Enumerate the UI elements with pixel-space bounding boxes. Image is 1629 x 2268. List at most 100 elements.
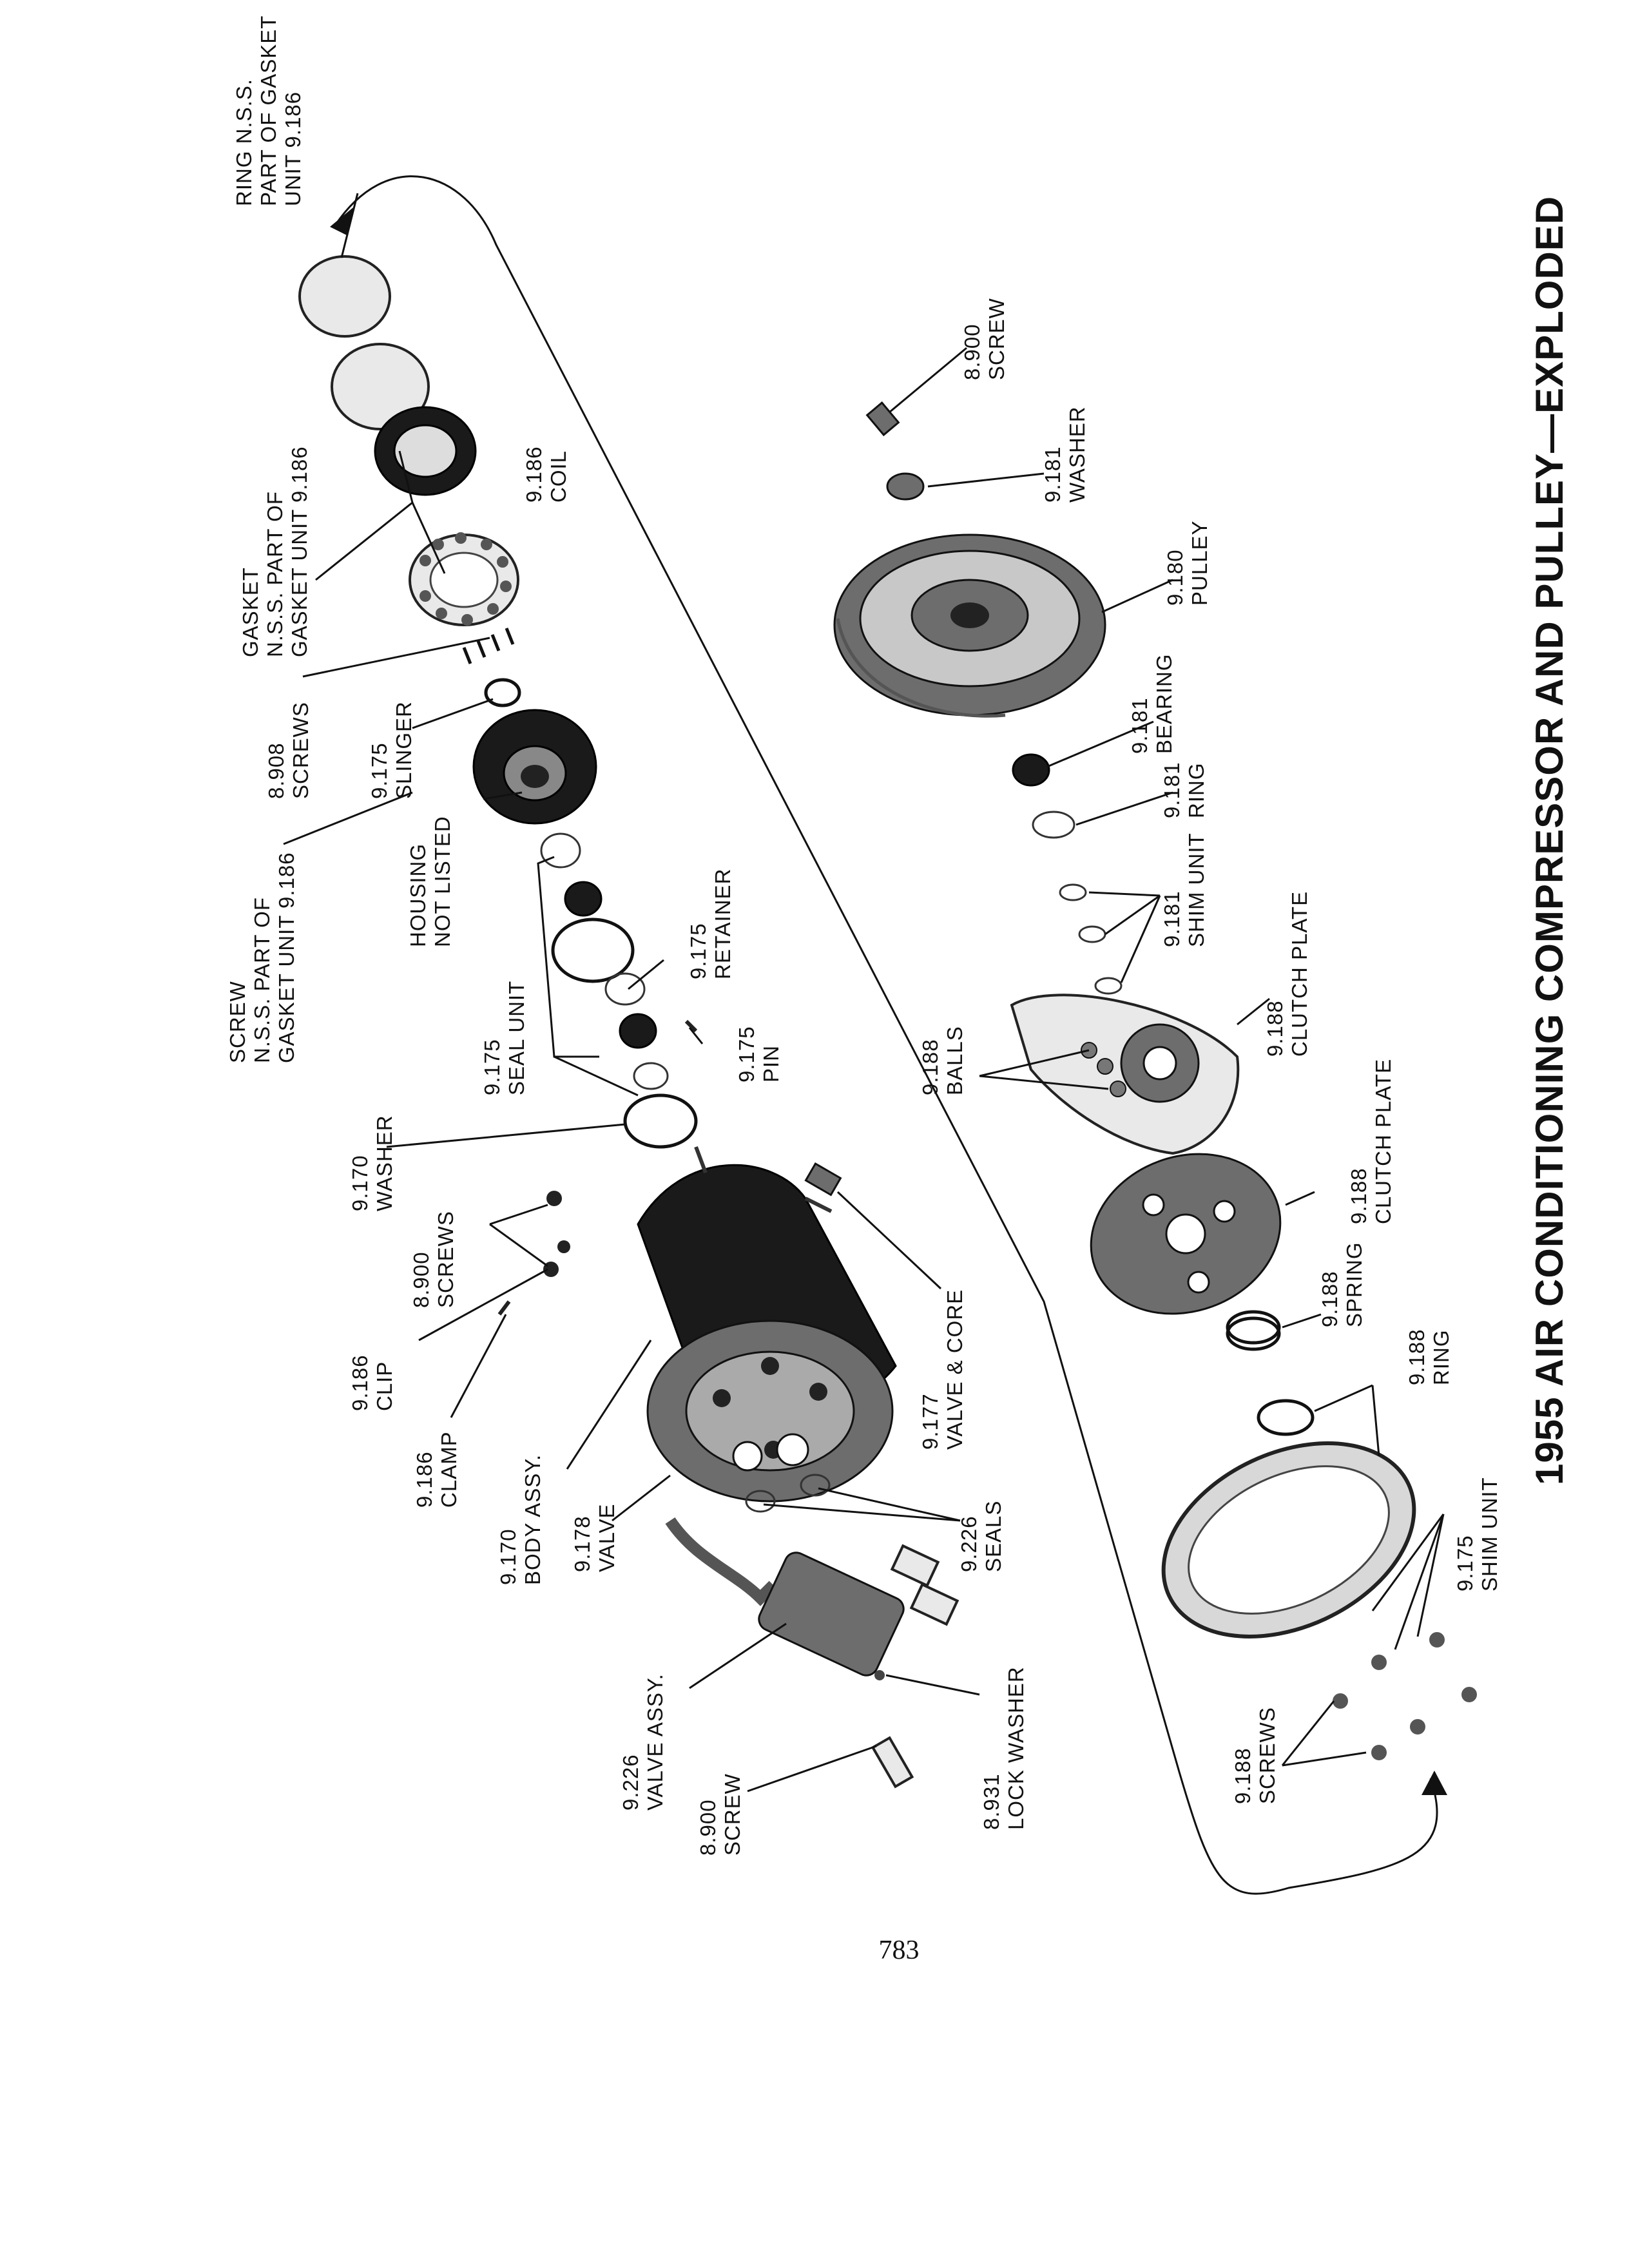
svg-text:RING N.S.S.: RING N.S.S. [232,79,256,206]
svg-text:WASHER: WASHER [372,1115,396,1211]
pulley-part [833,533,1106,718]
svg-text:SCREW: SCREW [985,298,1008,380]
seals-part-b [800,1474,831,1497]
separator-curve [334,175,1438,1895]
svg-text:8.900: 8.900 [696,1799,720,1856]
label-shim-unit-9175: 9.175 SHIM UNIT [1453,1477,1501,1591]
svg-text:9.188: 9.188 [1231,1747,1255,1804]
retainer-part [604,972,646,1006]
svg-text:8.900: 8.900 [409,1251,433,1308]
valve-assy-part [665,1517,959,1677]
diagram-title: 1955 AIR CONDITIONING COMPRESSOR AND PUL… [1528,196,1571,1485]
label-screws-9188: 9.188 SCREWS [1231,1707,1279,1804]
spring-part [1226,1310,1281,1351]
svg-text:UNIT 9.186: UNIT 9.186 [281,91,305,206]
large-oring-part [551,918,635,983]
shim-9181-part-a [1059,883,1087,901]
page-number: 783 [879,1936,920,1965]
label-screws-8908: 8.908 SCREWS [264,702,313,799]
svg-text:GASKET UNIT 9.186: GASKET UNIT 9.186 [275,852,298,1063]
svg-text:9.181: 9.181 [1160,762,1184,818]
svg-text:8.931: 8.931 [979,1773,1003,1830]
svg-text:BALLS: BALLS [943,1026,967,1095]
screw-8900-bottom-part [871,1736,914,1789]
ring-9188-part [1257,1399,1315,1436]
seals-part-a [745,1490,776,1513]
svg-text:9.186: 9.186 [412,1451,436,1508]
screws-8900-top-part [543,1191,570,1277]
svg-text:HOUSING: HOUSING [406,843,430,947]
svg-text:9.188: 9.188 [1263,1000,1287,1057]
label-seals: 9.226 SEALS [957,1501,1005,1572]
svg-text:CLAMP: CLAMP [437,1431,461,1508]
svg-text:8.900: 8.900 [960,323,984,380]
washer-9170-part [623,1093,698,1149]
svg-text:SCREWS: SCREWS [289,702,313,799]
svg-text:9.175: 9.175 [735,1026,758,1082]
large-shim-ring-center [1188,1465,1390,1615]
screws-8908-part [462,628,515,664]
label-spring: 9.188 SPRING [1318,1242,1366,1327]
label-pin: 9.175 PIN [735,1026,783,1082]
svg-text:9.178: 9.178 [570,1515,594,1572]
svg-text:9.170: 9.170 [348,1155,372,1211]
svg-text:GASKET UNIT 9.186: GASKET UNIT 9.186 [287,446,311,657]
label-seal-unit: 9.175 SEAL UNIT [480,981,528,1095]
svg-text:SHIM UNIT: SHIM UNIT [1184,832,1208,947]
lock-washer-part [874,1670,885,1680]
svg-text:9.180: 9.180 [1163,549,1187,606]
svg-text:PULLEY: PULLEY [1188,520,1211,606]
svg-text:SHIM UNIT: SHIM UNIT [1478,1477,1501,1591]
leader-lines [283,193,1445,1792]
svg-text:SCREW: SCREW [226,981,249,1063]
slinger-part [484,678,521,707]
label-washer-9181: 9.181 WASHER [1041,406,1089,503]
seal-unit-part [619,1013,657,1049]
pin-part [684,1019,698,1033]
label-slinger: 9.175 SLINGER [367,701,416,799]
label-screw-8900-right: 8.900 SCREW [960,298,1008,380]
label-gasket: GASKET N.S.S. PART OF GASKET UNIT 9.186 [238,446,311,657]
svg-text:CLUTCH PLATE: CLUTCH PLATE [1287,891,1311,1057]
ring-9181-part [1032,811,1075,839]
svg-text:9.175: 9.175 [367,742,391,799]
label-clutch-plate-lower: 9.188 CLUTCH PLATE [1347,1059,1395,1224]
label-shim-unit-9181: 9.181 SHIM UNIT [1160,832,1208,947]
label-pulley: 9.180 PULLEY [1163,520,1211,606]
svg-text:SCREW: SCREW [720,1773,744,1856]
svg-text:BEARING: BEARING [1152,653,1176,754]
label-valve-9178: 9.178 VALVE [570,1504,619,1573]
label-ring-9188: 9.188 RING [1405,1329,1453,1385]
svg-text:LOCK WASHER: LOCK WASHER [1004,1666,1028,1830]
label-valve-assy: 9.226 VALVE ASSY. [619,1673,667,1811]
curve-arrowhead-bottom [1422,1771,1447,1795]
gasket-light-ring [331,343,430,430]
shim-9181-part-c [1094,977,1123,995]
ring-nss-part [298,255,391,338]
svg-text:VALVE ASSY.: VALVE ASSY. [643,1673,667,1811]
svg-text:9.226: 9.226 [957,1515,981,1572]
svg-text:PIN: PIN [759,1045,783,1082]
screws-9188-part [1333,1632,1477,1760]
label-clip: 9.186 CLIP [348,1354,396,1411]
svg-text:9.177: 9.177 [918,1393,942,1450]
gasket-holes [419,532,512,626]
svg-text:NOT LISTED: NOT LISTED [430,816,454,947]
svg-text:1955 AIR CONDITIONING COMPRESS: 1955 AIR CONDITIONING COMPRESSOR AND PUL… [1528,196,1571,1485]
label-retainer: 9.175 RETAINER [686,869,735,979]
small-ring-part [540,832,581,869]
label-coil: 9.186 COIL [522,446,570,503]
svg-text:SPRING: SPRING [1342,1242,1366,1327]
svg-text:GASKET: GASKET [238,567,262,657]
svg-text:WASHER: WASHER [1065,406,1089,503]
svg-text:SCREWS: SCREWS [434,1211,458,1308]
svg-text:9.188: 9.188 [1318,1271,1342,1327]
label-screw-nss: SCREW N.S.S. PART OF GASKET UNIT 9.186 [226,852,298,1063]
svg-text:9.181: 9.181 [1128,697,1152,754]
svg-text:CLUTCH PLATE: CLUTCH PLATE [1371,1059,1395,1224]
label-screw-8900-bottom: 8.900 SCREW [696,1773,744,1856]
svg-text:SCREWS: SCREWS [1255,1707,1279,1804]
curve-arrowhead-top [330,207,353,236]
svg-text:9.186: 9.186 [522,446,546,503]
